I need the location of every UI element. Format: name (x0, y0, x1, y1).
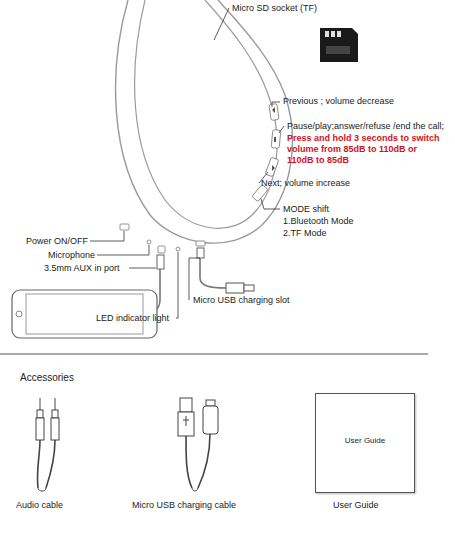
part-label: Microphone (48, 250, 95, 261)
booklet-title: User Guide (316, 436, 414, 445)
button-label: Next; volume increase (261, 178, 350, 189)
button-label: MODE shift (283, 204, 329, 215)
button-label: Previous ; volume decrease (283, 96, 394, 107)
accessory-caption: Audio cable (16, 500, 63, 511)
section-heading: Accessories (20, 372, 74, 384)
part-label: Micro USB charging slot (193, 295, 290, 306)
button-label: Pause/play;answer/refuse /end the call; (287, 121, 444, 132)
accessory-caption: Micro USB charging cable (132, 500, 236, 511)
booklet-box: User Guide (315, 393, 415, 493)
part-label: 3.5mm AUX in port (44, 263, 120, 274)
mode-item: 2.TF Mode (283, 228, 327, 239)
note-text: Press and hold 3 seconds to switch volum… (287, 133, 445, 166)
part-label: Power ON/OFF (26, 236, 88, 247)
part-label: Micro SD socket (TF) (232, 3, 317, 14)
accessory-caption: User Guide (333, 500, 379, 511)
mode-item: 1.Bluetooth Mode (283, 216, 354, 227)
part-label: LED indicator light (96, 313, 169, 324)
